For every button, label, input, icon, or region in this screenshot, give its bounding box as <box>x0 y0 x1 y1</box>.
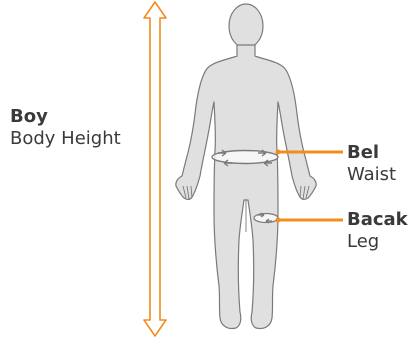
waist-leader-dot <box>276 150 281 155</box>
body-shape <box>176 45 316 329</box>
leg-label: Bacak Leg <box>347 211 408 251</box>
head-shape <box>229 4 263 48</box>
waist-label-main: Bel <box>347 144 396 162</box>
waist-label-sub: Waist <box>347 166 396 184</box>
leg-label-main: Bacak <box>347 211 408 229</box>
human-silhouette <box>176 4 316 329</box>
height-arrow <box>144 2 166 336</box>
height-label: Boy Body Height <box>10 108 121 148</box>
height-label-sub: Body Height <box>10 130 121 148</box>
leg-label-sub: Leg <box>347 233 408 251</box>
leg-leader-dot <box>276 218 281 223</box>
waist-label: Bel Waist <box>347 144 396 184</box>
leg-measure-icon <box>254 213 278 223</box>
height-label-main: Boy <box>10 108 121 126</box>
